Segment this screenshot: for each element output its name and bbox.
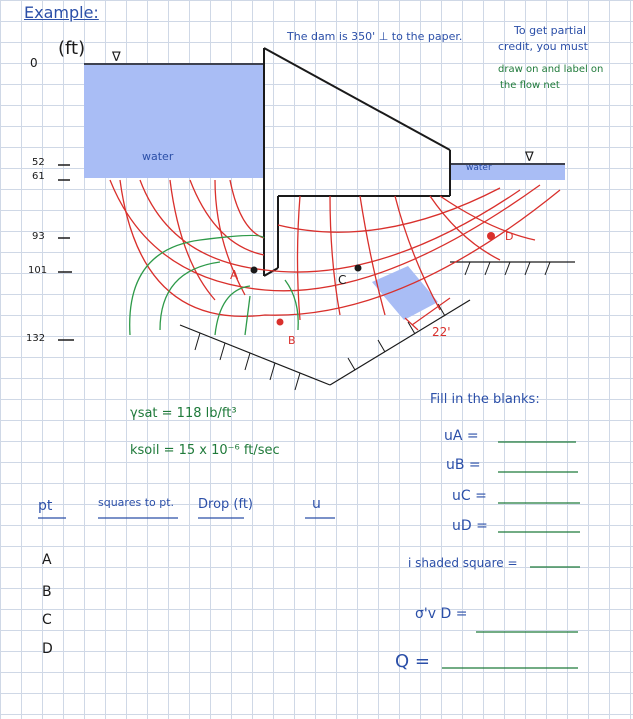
flow-lines: [109, 179, 561, 317]
note-line-4: draw on and label on: [498, 64, 604, 75]
point-c-label: C: [338, 273, 347, 287]
upstream-water: [84, 63, 264, 178]
downstream-water-label: water: [466, 163, 492, 173]
equipotential-lines: [169, 179, 536, 321]
note-line-3: credit, you must: [498, 40, 588, 53]
table-row-a: A: [42, 552, 52, 568]
green-lines: [129, 234, 299, 336]
point-b-marker: [276, 318, 284, 326]
depth-tick-132: 132: [26, 333, 46, 344]
soil-k: ksoil = 15 x 10⁻⁶ ft/sec: [130, 443, 280, 458]
note-line-1: The dam is 350' ⊥ to the paper.: [287, 30, 463, 43]
depth-unit: (ft): [58, 38, 86, 59]
table-row-d: D: [42, 641, 53, 657]
point-a-marker: [250, 266, 258, 274]
page-title: Example:: [24, 3, 99, 22]
depth-tick-93: 93: [32, 231, 45, 242]
upstream-water-label: water: [142, 150, 174, 163]
downstream-water: [450, 163, 565, 180]
depth-tick-61: 61: [32, 171, 45, 182]
depth-ticks: [58, 164, 74, 341]
water-table-symbol-downstream: ∇: [525, 150, 534, 165]
blank-sigma-v-d: σ'v D =: [415, 606, 468, 622]
blank-uc: uC =: [452, 488, 487, 504]
point-c-marker: [354, 264, 362, 272]
point-d-label: D: [505, 230, 514, 243]
point-a-label: A: [230, 268, 239, 282]
table-header-drop: Drop (ft): [198, 497, 253, 512]
water-table-symbol-upstream: ∇: [112, 50, 121, 65]
depth-tick-0: 0: [30, 56, 38, 70]
blank-ud: uD =: [452, 518, 488, 534]
table-header-u: u: [312, 496, 321, 512]
blanks-heading: Fill in the blanks:: [430, 392, 540, 407]
point-d-marker: [487, 232, 495, 240]
table-header-squares: squares to pt.: [98, 496, 175, 509]
table-header-pt: pt: [38, 498, 53, 514]
blank-i-shaded: i shaded square =: [408, 556, 518, 570]
ground-lines: [179, 261, 575, 386]
note-line-2: To get partial: [514, 24, 587, 37]
table-row-c: C: [42, 612, 52, 628]
table-row-b: B: [42, 584, 52, 600]
shaded-square: [372, 266, 438, 320]
hatch-marks: [194, 261, 551, 391]
depth-tick-101: 101: [28, 265, 48, 276]
point-b-label: B: [288, 334, 296, 347]
dimension-label: 22': [432, 325, 451, 339]
note-line-5: the flow net: [500, 80, 560, 91]
blank-ub: uB =: [446, 457, 481, 473]
depth-tick-52: 52: [32, 157, 45, 168]
soil-gamma: γsat = 118 lb/ft³: [130, 406, 237, 421]
answer-blanks: [442, 441, 580, 669]
blank-q: Q =: [395, 651, 430, 672]
blank-ua: uA =: [444, 428, 479, 444]
dam-outline: [263, 47, 451, 277]
